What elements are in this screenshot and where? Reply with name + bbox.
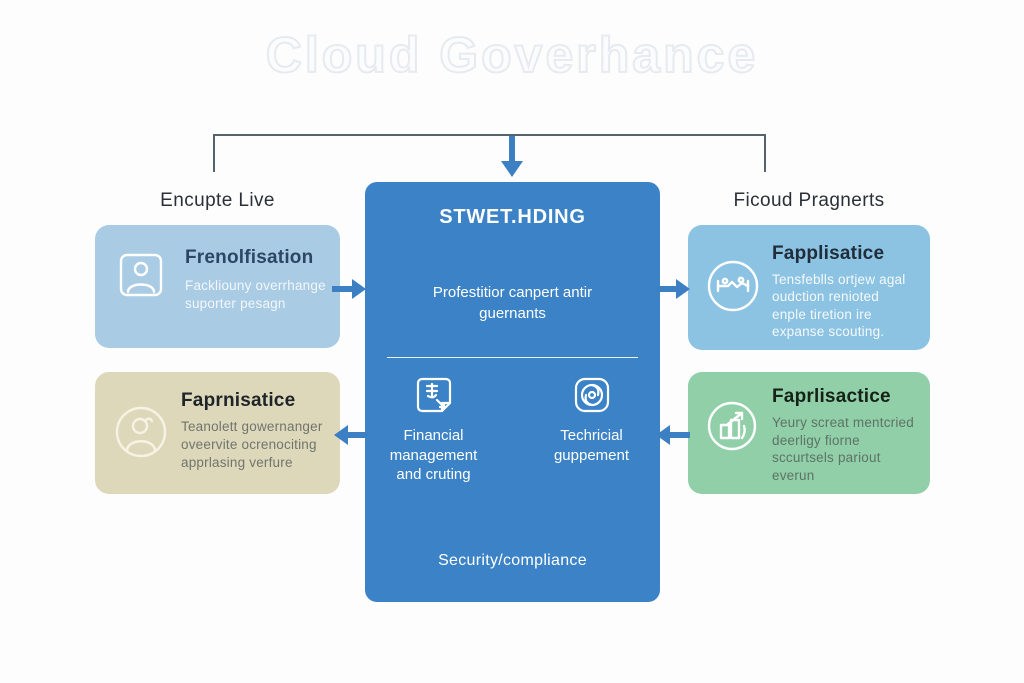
arrow-right-icon-top-left — [332, 279, 366, 299]
technical-label: Techricial guppement — [553, 427, 630, 464]
page-title: Cloud Goverhance — [265, 26, 759, 84]
box-bottom-left: Faprnisatice Teanolett gowernanger oveer… — [95, 372, 340, 494]
box-title: Fapplisatice — [772, 243, 885, 264]
down-arrow-shaft — [509, 136, 515, 162]
growth-circle-icon — [704, 398, 760, 454]
center-box-body: Profestitior canpert antir guernants — [432, 284, 593, 322]
financial-label: Financial management and cruting — [389, 427, 478, 483]
box-title: Faprnisatice — [181, 390, 296, 411]
box-body-text: Yeury screat mentcried deerligy fiorne s… — [772, 415, 914, 483]
arrow-right-icon-top-right — [656, 279, 690, 299]
box-bottom-right: Faprlisactice Yeury screat mentcried dee… — [688, 372, 930, 494]
technical-item: Techricial guppement — [537, 374, 647, 485]
box-title: Frenolfisation — [185, 247, 314, 268]
box-top-left: Frenolfisation Fackliouny overrhange sup… — [95, 225, 340, 348]
down-arrow-icon — [501, 161, 523, 177]
person-circle-icon — [113, 404, 169, 460]
box-top-right: Fapplisatice Tensfeblls ortjew agal oudc… — [688, 225, 930, 350]
box-body-text: Fackliouny overrhange suporter pesagn — [185, 278, 326, 312]
center-divider-line — [387, 357, 638, 358]
box-title: Faprlisactice — [772, 386, 891, 407]
handshake-circle-icon — [704, 257, 762, 315]
left-column-heading: Encupte Live — [160, 190, 275, 211]
arrow-left-icon-bottom-right — [656, 425, 690, 445]
tech-gear-icon — [571, 374, 613, 416]
security-compliance-label: Security/compliance — [438, 552, 587, 569]
box-body-text: Teanolett gowernanger oveervite ocrenoci… — [181, 419, 323, 471]
connector-left-drop-line — [213, 134, 215, 172]
connector-horizontal-line — [213, 134, 766, 136]
arrow-left-icon-bottom-left — [334, 425, 368, 445]
center-box-title: STWET.HDING — [439, 206, 586, 228]
connector-right-drop-line — [764, 134, 766, 172]
center-box: STWET.HDING Profestitior canpert antir g… — [365, 182, 660, 602]
box-body-text: Tensfeblls ortjew agal oudction renioted… — [772, 272, 906, 339]
person-card-icon — [117, 251, 165, 299]
financial-item: Financial management and cruting — [379, 374, 489, 485]
right-column-heading: Ficoud Pragnerts — [733, 190, 885, 211]
finance-document-icon — [413, 374, 455, 416]
